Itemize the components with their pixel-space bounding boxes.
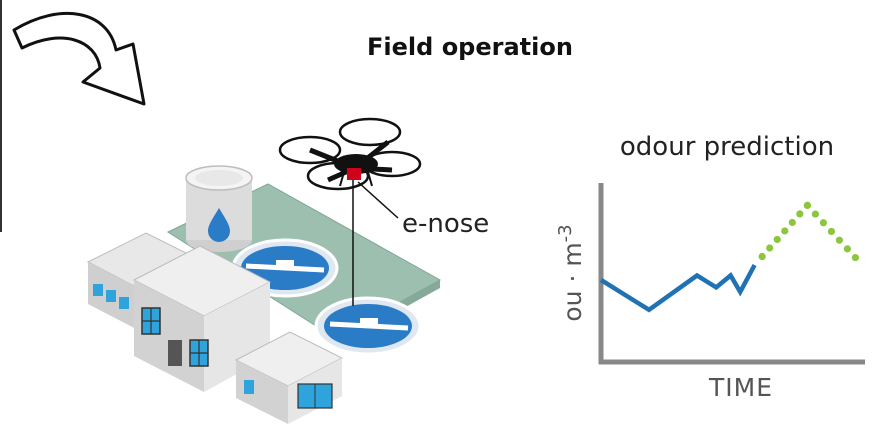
x-axis-label: TIME (708, 373, 773, 402)
measured-series-line (599, 263, 757, 313)
treatment-plant-illustration (86, 165, 442, 424)
drone-icon (278, 117, 422, 191)
y-axis-label-exponent: -3 (555, 224, 576, 242)
diagram-title: Field operation (367, 33, 573, 61)
predicted-series-dot (773, 235, 781, 244)
predicted-series-dot (788, 218, 796, 227)
predicted-series-dot (819, 219, 828, 227)
predicted-series-dot (781, 227, 789, 235)
water-drop-icon (208, 208, 230, 242)
predicted-series-dot (843, 245, 852, 253)
predicted-series-dot (835, 236, 844, 244)
water-tank (185, 165, 253, 252)
y-axis-label: ou · m-3 (555, 224, 587, 321)
clarifier-tank-lower (314, 296, 422, 356)
chart-title: odour prediction (620, 132, 834, 162)
chart-series-layer (599, 201, 860, 313)
e-nose-pointer (357, 181, 399, 219)
predicted-series-dot (851, 253, 860, 262)
predicted-series-dot (758, 252, 766, 261)
predicted-series-dot (803, 201, 812, 209)
predicted-series-dot (827, 227, 836, 236)
curved-arrow-icon (12, 11, 146, 106)
predicted-series-dot (766, 244, 774, 252)
e-nose-label: e-nose (402, 209, 489, 239)
predicted-series-dot (796, 210, 804, 218)
odour-prediction-chart: odour prediction ou · m-3 TIME (555, 132, 865, 402)
e-nose-sensor-icon (347, 168, 361, 180)
y-axis-label-base: ou · m (558, 242, 587, 321)
predicted-series-dot (811, 210, 820, 218)
building (86, 232, 344, 424)
